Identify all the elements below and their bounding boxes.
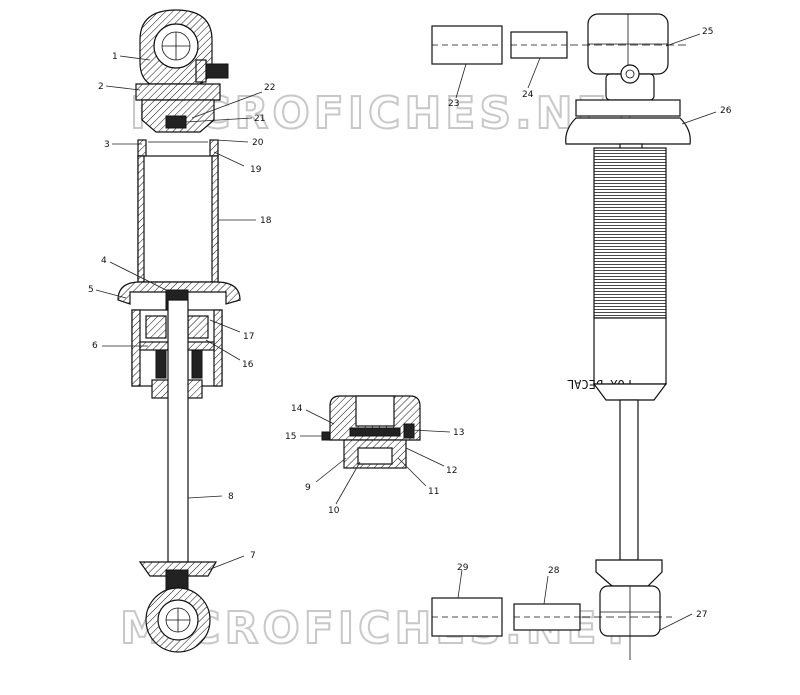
sectional-shock-assembly	[117, 9, 241, 653]
callout-17: 17	[243, 332, 254, 342]
callout-23: 23	[448, 99, 459, 109]
callout-28: 28	[548, 566, 560, 576]
callout-24: 24	[522, 90, 534, 100]
piston-detail	[321, 395, 421, 469]
callout-8: 8	[228, 492, 234, 502]
callout-20: 20	[252, 138, 264, 148]
callout-12: 12	[446, 466, 457, 476]
shock-body-lower	[593, 317, 667, 385]
callout-5: 5	[88, 285, 94, 295]
body-cap	[135, 83, 221, 101]
shaft-assembled	[619, 399, 639, 561]
spring-seat	[117, 281, 241, 305]
assembled-shock: FOX DECAL	[565, 13, 691, 660]
bushing-24	[510, 31, 568, 59]
callout-27: 27	[696, 610, 707, 620]
callout-19: 19	[250, 165, 262, 175]
callout-4: 4	[101, 256, 107, 266]
callout-21: 21	[254, 114, 265, 124]
bottom-out-bumper	[138, 561, 218, 577]
callout-26: 26	[720, 106, 732, 116]
callout-14: 14	[291, 404, 303, 414]
callout-15: 15	[285, 432, 296, 442]
callout-labels: 1 2 3 4 5 6 7 8 9 10 11 12 13 14 15 16	[88, 27, 732, 631]
callout-13: 13	[453, 428, 464, 438]
callout-18: 18	[260, 216, 272, 226]
callout-16: 16	[242, 360, 254, 370]
callout-11: 11	[428, 487, 439, 497]
callout-25: 25	[702, 27, 713, 37]
callout-6: 6	[92, 341, 98, 351]
shaft	[167, 299, 189, 563]
callout-10: 10	[328, 506, 340, 516]
callout-2: 2	[98, 82, 104, 92]
callout-29: 29	[457, 563, 469, 573]
main-body-tube	[137, 155, 219, 283]
valve	[620, 64, 640, 84]
callout-1: 1	[112, 52, 118, 62]
seal-22	[165, 115, 187, 129]
spring-retainer-26	[565, 117, 691, 145]
callout-22: 22	[264, 83, 275, 93]
coil-spring	[593, 147, 667, 319]
callout-3: 3	[104, 140, 110, 150]
piston-band	[349, 427, 401, 437]
callout-7: 7	[250, 551, 256, 561]
callout-9: 9	[305, 483, 311, 493]
